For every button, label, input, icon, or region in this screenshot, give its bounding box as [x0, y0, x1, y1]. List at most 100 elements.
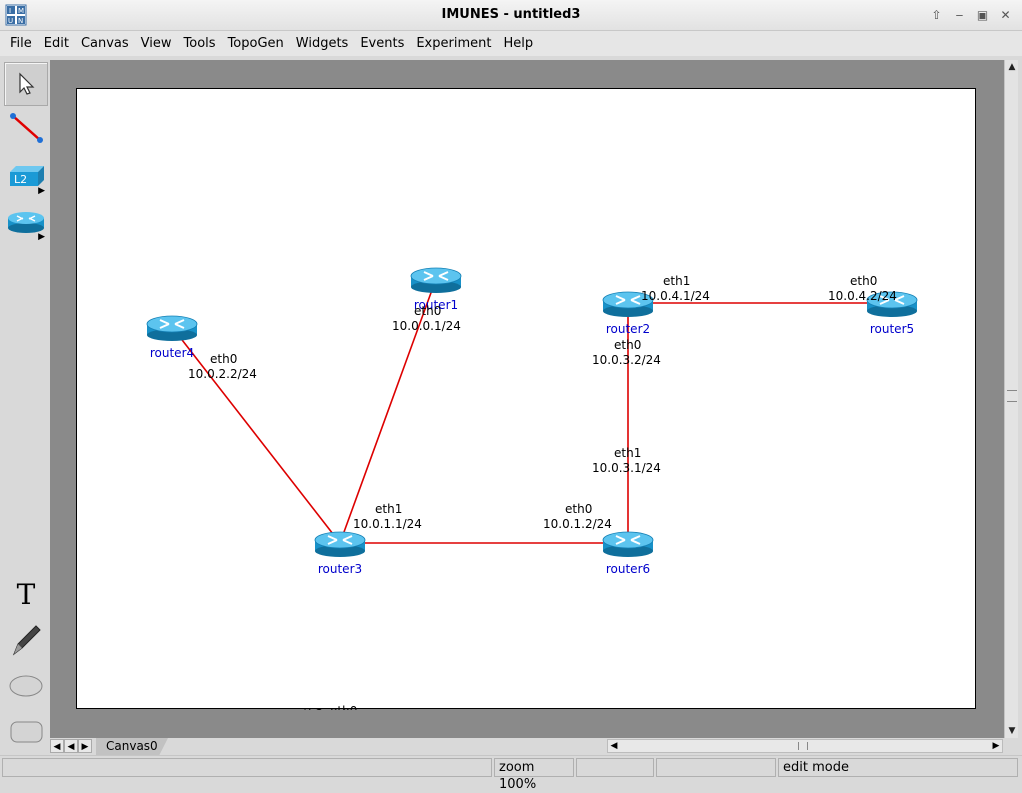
- close-icon: ✕: [1000, 8, 1011, 22]
- node-label-router6: router6: [606, 562, 650, 576]
- menu-edit[interactable]: Edit: [43, 36, 69, 51]
- canvas-viewport[interactable]: router1 router2 router3 router4 router5 route…: [50, 60, 1004, 738]
- canvas-tab-row: ◀ ◀ ▶ Canvas0 ◀ ▶: [50, 738, 1018, 755]
- node-router3[interactable]: [314, 531, 366, 557]
- caret-up-icon: ⇧: [931, 8, 942, 22]
- l2-tool-button[interactable]: L2 ▶: [4, 154, 48, 198]
- svg-text:M: M: [18, 7, 24, 15]
- tab-first-icon[interactable]: ◀: [50, 739, 64, 753]
- pen-icon: [12, 625, 41, 656]
- menu-tools[interactable]: Tools: [183, 36, 216, 51]
- iface-name-router1-eth0: eth0: [414, 304, 441, 318]
- status-message: [2, 758, 492, 777]
- iface-name-router3-eth0: eth0: [330, 704, 357, 710]
- iface-name-router6-eth1: eth1: [614, 446, 641, 460]
- l2-label: L2: [14, 173, 27, 186]
- title-bar: I M U N IMUNES - untitled3 ⇧ ‒ ▣ ✕: [0, 0, 1022, 31]
- minimize-window-button[interactable]: ‒: [949, 5, 970, 25]
- rectangle-icon: [10, 721, 43, 743]
- l2-switch-icon: L2: [10, 166, 44, 186]
- oval-tool-button[interactable]: [4, 664, 48, 708]
- minimize-icon: ‒: [955, 8, 964, 22]
- oval-icon: [9, 675, 43, 697]
- freeform-tool-button[interactable]: [4, 618, 48, 662]
- status-cell-empty-2: [656, 758, 776, 777]
- tab-scroll-buttons: ◀ ◀ ▶: [50, 739, 94, 753]
- link-router4-router3[interactable]: [171, 326, 341, 544]
- menu-bar: File Edit Canvas View Tools TopoGen Widg…: [0, 31, 1022, 56]
- toolbox: L2 ▶ ▶ T: [0, 58, 50, 754]
- iface-name-router4-eth0: eth0: [210, 352, 237, 366]
- node-label-router3: router3: [318, 562, 362, 576]
- svg-text:U: U: [8, 17, 13, 25]
- menu-canvas[interactable]: Canvas: [80, 36, 129, 51]
- window-title: IMUNES - untitled3: [441, 7, 581, 22]
- scroll-up-icon[interactable]: ▲: [1008, 62, 1016, 72]
- status-bar: zoom 100% edit mode: [0, 755, 1022, 792]
- menu-file[interactable]: File: [10, 36, 32, 51]
- node-label-router5: router5: [870, 322, 914, 336]
- text-tool-button[interactable]: T: [4, 572, 48, 616]
- canvas-paper[interactable]: router1 router2 router3 router4 router5 route…: [76, 88, 976, 736]
- scroll-down-icon[interactable]: ▼: [1008, 726, 1016, 736]
- node-label-router4: router4: [150, 346, 194, 360]
- router-tool-button[interactable]: ▶: [4, 200, 48, 244]
- scroll-thumb-grip[interactable]: [798, 742, 808, 750]
- iface-ip-router2-eth0: 10.0.3.2/24: [592, 353, 661, 367]
- router-icon: [8, 212, 44, 233]
- tab-next-icon[interactable]: ▶: [78, 739, 92, 753]
- iface-ip-router6-eth0: 10.0.1.2/24: [543, 517, 612, 531]
- tab-prev-icon[interactable]: ◀: [64, 739, 78, 753]
- status-mode: edit mode: [778, 758, 1018, 777]
- node-router5[interactable]: [866, 291, 918, 317]
- window-controls: ⇧ ‒ ▣ ✕: [926, 5, 1016, 25]
- tool-submenu-arrow-icon: ▶: [38, 232, 45, 242]
- link-router1-router3[interactable]: [339, 278, 437, 544]
- menu-experiment[interactable]: Experiment: [416, 36, 492, 51]
- status-zoom: zoom 100%: [494, 758, 574, 792]
- close-window-button[interactable]: ✕: [995, 5, 1016, 25]
- iface-name-router5-eth0: eth0: [850, 274, 877, 288]
- vertical-scrollbar[interactable]: ▲ ▼: [1004, 60, 1018, 738]
- menu-help[interactable]: Help: [503, 36, 534, 51]
- rectangle-tool-button[interactable]: [4, 710, 48, 754]
- iface-ip-router2-eth1: 10.0.4.1/24: [641, 289, 710, 303]
- node-router4[interactable]: [146, 315, 198, 341]
- svg-text:I: I: [9, 7, 11, 15]
- iface-ip-router4-eth0: 10.0.2.2/24: [188, 367, 257, 381]
- scroll-right-icon[interactable]: ▶: [992, 741, 1000, 751]
- horizontal-scrollbar[interactable]: ◀ ▶: [607, 739, 1003, 753]
- status-cell-empty-1: [576, 758, 654, 777]
- maximize-window-button[interactable]: ▣: [972, 5, 993, 25]
- link-icon: [10, 113, 43, 143]
- node-router6[interactable]: [602, 531, 654, 557]
- scroll-left-icon[interactable]: ◀: [610, 741, 618, 751]
- iface-ip-router3-eth1: 10.0.1.1/24: [353, 517, 422, 531]
- link-tool-button[interactable]: [4, 106, 48, 150]
- iface-name-router3-eth2: eth2: [296, 707, 323, 710]
- menu-topogen[interactable]: TopoGen: [227, 36, 284, 51]
- node-router2[interactable]: [602, 291, 654, 317]
- iface-name-router2-eth1: eth1: [663, 274, 690, 288]
- menu-view[interactable]: View: [140, 36, 172, 51]
- iface-ip-router1-eth0: 10.0.0.1/24: [392, 319, 461, 333]
- node-label-router1: router1: [414, 298, 458, 312]
- iface-name-router3-eth1: eth1: [375, 502, 402, 516]
- node-label-router2: router2: [606, 322, 650, 336]
- tab-canvas0[interactable]: Canvas0: [96, 738, 168, 755]
- cursor-arrow-icon: [19, 72, 35, 95]
- iface-ip-router5-eth0: 10.0.4.2/24: [828, 289, 897, 303]
- maximize-icon: ▣: [976, 8, 989, 22]
- iface-ip-router6-eth1: 10.0.3.1/24: [592, 461, 661, 475]
- menu-widgets[interactable]: Widgets: [295, 36, 349, 51]
- select-tool-button[interactable]: [4, 62, 48, 106]
- imunes-app-icon: I M U N: [5, 4, 27, 26]
- iface-name-router6-eth0: eth0: [565, 502, 592, 516]
- tool-submenu-arrow-icon: ▶: [38, 186, 45, 196]
- shade-window-button[interactable]: ⇧: [926, 5, 947, 25]
- iface-name-router2-eth0: eth0: [614, 338, 641, 352]
- menu-events[interactable]: Events: [360, 36, 405, 51]
- scroll-thumb-grip[interactable]: [1007, 390, 1017, 402]
- topology-svg: router1 router2 router3 router4 router5 route…: [146, 267, 918, 736]
- node-router1[interactable]: [410, 267, 462, 293]
